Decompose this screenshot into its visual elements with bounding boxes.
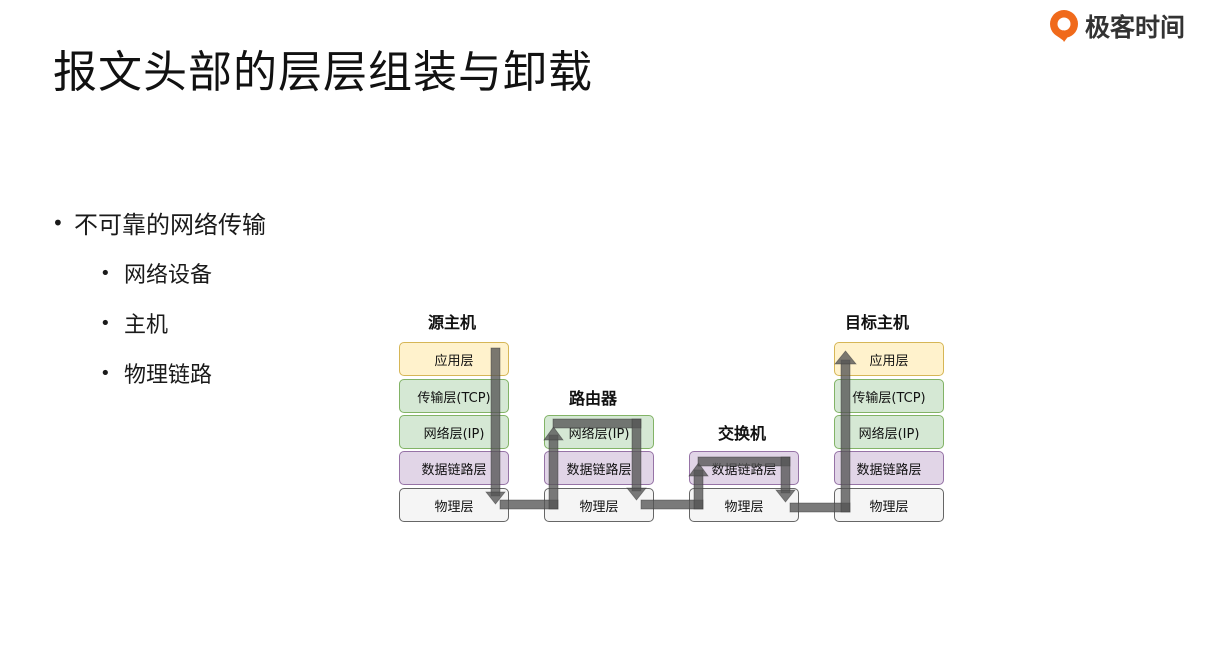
source-host-label: 源主机 bbox=[428, 313, 477, 332]
arrow-switch-across bbox=[697, 456, 791, 467]
arrow-router-across bbox=[552, 418, 642, 429]
bullet-sub-2: • 主机 bbox=[100, 307, 168, 339]
dest-physical-layer: 物理层 bbox=[834, 488, 944, 522]
arrow-head-switch-up bbox=[688, 462, 709, 477]
bullet-sub-1-text: 网络设备 bbox=[124, 263, 213, 288]
arrow-router-up bbox=[548, 434, 559, 510]
router-label: 路由器 bbox=[569, 389, 618, 408]
logo-text: 极客时间 bbox=[1085, 13, 1186, 42]
switch-label: 交换机 bbox=[718, 424, 767, 443]
dest-host-label: 目标主机 bbox=[845, 313, 910, 332]
arrow-router-down bbox=[631, 418, 642, 492]
arrow-head-dest-up bbox=[834, 350, 857, 365]
bullet-main-text: 不可靠的网络传输 bbox=[74, 211, 266, 239]
bullet-sub-3: • 物理链路 bbox=[100, 357, 212, 389]
bullet-sub-2-text: 主机 bbox=[124, 313, 169, 338]
bullet-dot: • bbox=[52, 210, 64, 235]
arrow-switch-down bbox=[780, 456, 791, 494]
bullet-sub-3-text: 物理链路 bbox=[124, 363, 213, 388]
bullet-dot: • bbox=[100, 312, 111, 334]
bullet-dot: • bbox=[100, 262, 111, 284]
bullet-sub-1: • 网络设备 bbox=[100, 257, 212, 289]
arrow-dest-up bbox=[840, 359, 851, 513]
dest-network-layer: 网络层(IP) bbox=[834, 415, 944, 449]
arrow-source-down bbox=[490, 347, 501, 497]
arrow-head-switch-down bbox=[775, 489, 796, 503]
data-flow-arrows bbox=[485, 347, 857, 513]
bullet-main: • 不可靠的网络传输 bbox=[52, 205, 266, 240]
arrow-head-source bbox=[485, 491, 506, 505]
network-layer-diagram: 源主机 路由器 交换机 目标主机 应用层 传输层(TCP) 网络层(IP) 数据… bbox=[390, 300, 960, 540]
dest-transport-layer: 传输层(TCP) bbox=[834, 379, 944, 413]
brand-logo: 极客时间 bbox=[1047, 8, 1185, 44]
dest-datalink-layer: 数据链路层 bbox=[834, 451, 944, 485]
arrow-head-router-up bbox=[543, 426, 564, 441]
slide-title: 报文头部的层层组装与卸载 bbox=[53, 47, 593, 98]
bullet-dot: • bbox=[100, 362, 111, 384]
logo-icon bbox=[1050, 10, 1078, 42]
arrow-head-router-down bbox=[626, 487, 647, 501]
